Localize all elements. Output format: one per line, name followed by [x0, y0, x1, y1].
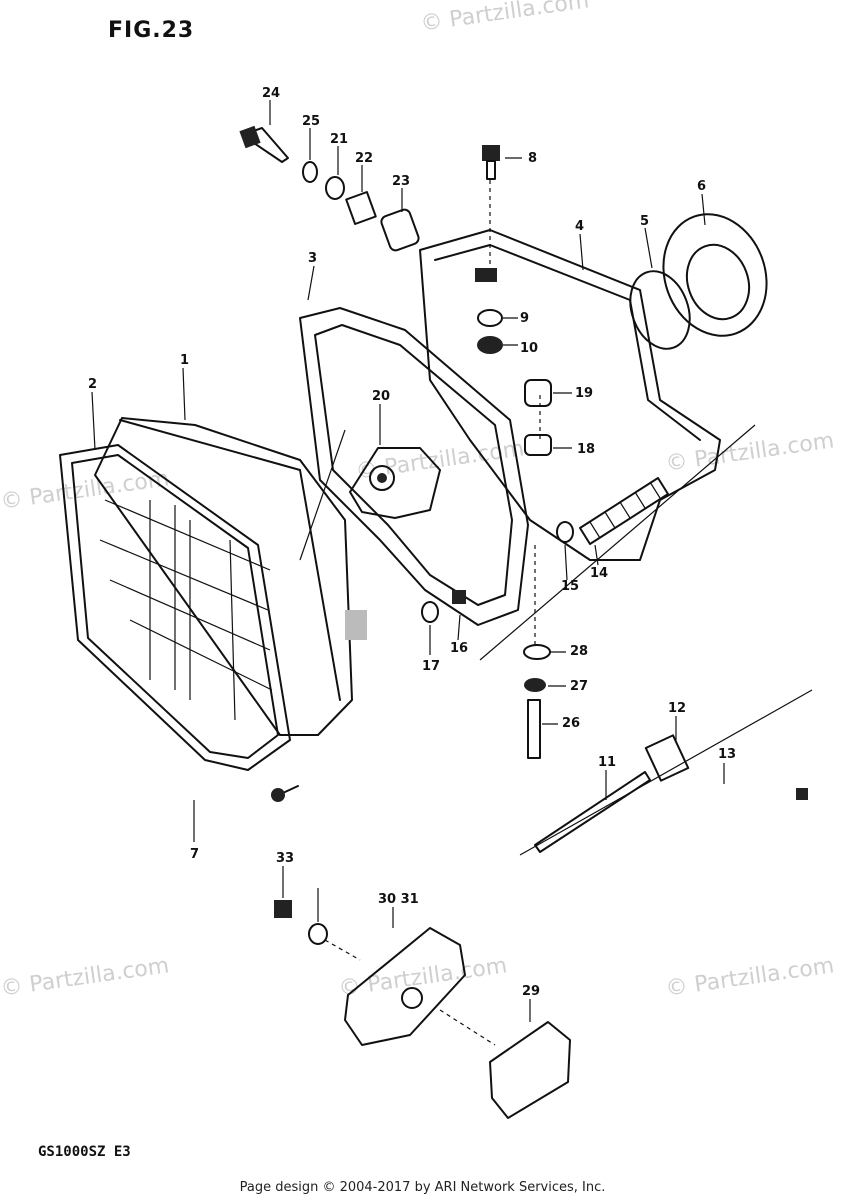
part-24-bolt — [239, 125, 289, 163]
callout-11: 11 — [598, 755, 616, 770]
callout-14: 14 — [590, 566, 608, 581]
part-14-spring — [579, 477, 669, 545]
callout-4: 4 — [575, 219, 584, 234]
callout-18: 18 — [577, 442, 595, 457]
callout-32: 33 — [276, 851, 294, 866]
part-12-adjuster-knob — [644, 734, 690, 782]
part-4-headlamp-case — [419, 229, 721, 561]
callout-leaders — [91, 100, 725, 1022]
part-18-cushion — [524, 434, 552, 456]
part-33-washer — [308, 923, 328, 945]
callout-1: 1 — [180, 353, 189, 368]
callout-12: 12 — [668, 701, 686, 716]
part-9-washer — [477, 309, 503, 327]
callout-25: 25 — [302, 114, 320, 129]
section-boundary-line — [299, 424, 813, 856]
callout-22: 22 — [355, 151, 373, 166]
callout-16: 16 — [450, 641, 468, 656]
callout-19: 19 — [575, 386, 593, 401]
callout-15: 15 — [561, 579, 579, 594]
callout-28: 28 — [570, 644, 588, 659]
part-8-screw — [482, 145, 500, 180]
callout-9: 9 — [520, 311, 529, 326]
part-26-bolt — [527, 699, 541, 759]
part-10-nut — [477, 336, 503, 354]
model-code: GS1000SZ E3 — [38, 1144, 131, 1160]
callout-17: 17 — [422, 659, 440, 674]
callout-27: 27 — [570, 679, 588, 694]
part-1-sealed-beam-unit — [94, 417, 367, 736]
part-23-cushion — [380, 208, 420, 252]
part-20-adjuster-bracket — [349, 447, 441, 519]
part-13-screw — [796, 788, 808, 800]
page-footer: Page design © 2004-2017 by ARI Network S… — [239, 1180, 606, 1195]
callout-3: 3 — [308, 251, 317, 266]
callout-5: 5 — [640, 214, 649, 229]
part-29-reflector — [489, 1021, 571, 1119]
callout-13: 13 — [718, 747, 736, 762]
part-15-washer — [556, 521, 574, 543]
part-21-washer — [325, 176, 345, 200]
callout-7: 7 — [190, 847, 199, 862]
part-30-31-reflector-lamp — [344, 927, 466, 1046]
part-11-adjusting-screw — [534, 771, 651, 853]
part-22-collar — [345, 191, 377, 225]
part-2-headlamp-rim — [59, 444, 291, 771]
part-5-socket-ring — [629, 270, 691, 350]
callout-8: 8 — [528, 151, 537, 166]
part-7-screw — [271, 785, 299, 802]
callout-29: 29 — [522, 984, 540, 999]
callout-30-31: 30 31 — [378, 892, 419, 907]
figure-title: FIG.23 — [108, 18, 195, 43]
callout-23: 23 — [392, 174, 410, 189]
callout-2: 2 — [88, 377, 97, 392]
part-3-headlamp-housing-frame — [299, 307, 529, 626]
part-17-washer — [421, 601, 439, 623]
callout-21: 21 — [330, 132, 348, 147]
callout-6: 6 — [697, 179, 706, 194]
part-32-nut — [274, 900, 292, 918]
callout-26: 26 — [562, 716, 580, 731]
callout-24: 24 — [262, 86, 280, 101]
leader-lines — [324, 180, 541, 1046]
callout-20: 20 — [372, 389, 390, 404]
part-28-washer — [523, 644, 551, 660]
part-19-cushion — [524, 379, 552, 407]
part-6-socket-cover — [662, 213, 768, 337]
callout-10: 10 — [520, 341, 538, 356]
part-27-nut — [524, 678, 546, 692]
part-25-washer — [302, 161, 318, 183]
